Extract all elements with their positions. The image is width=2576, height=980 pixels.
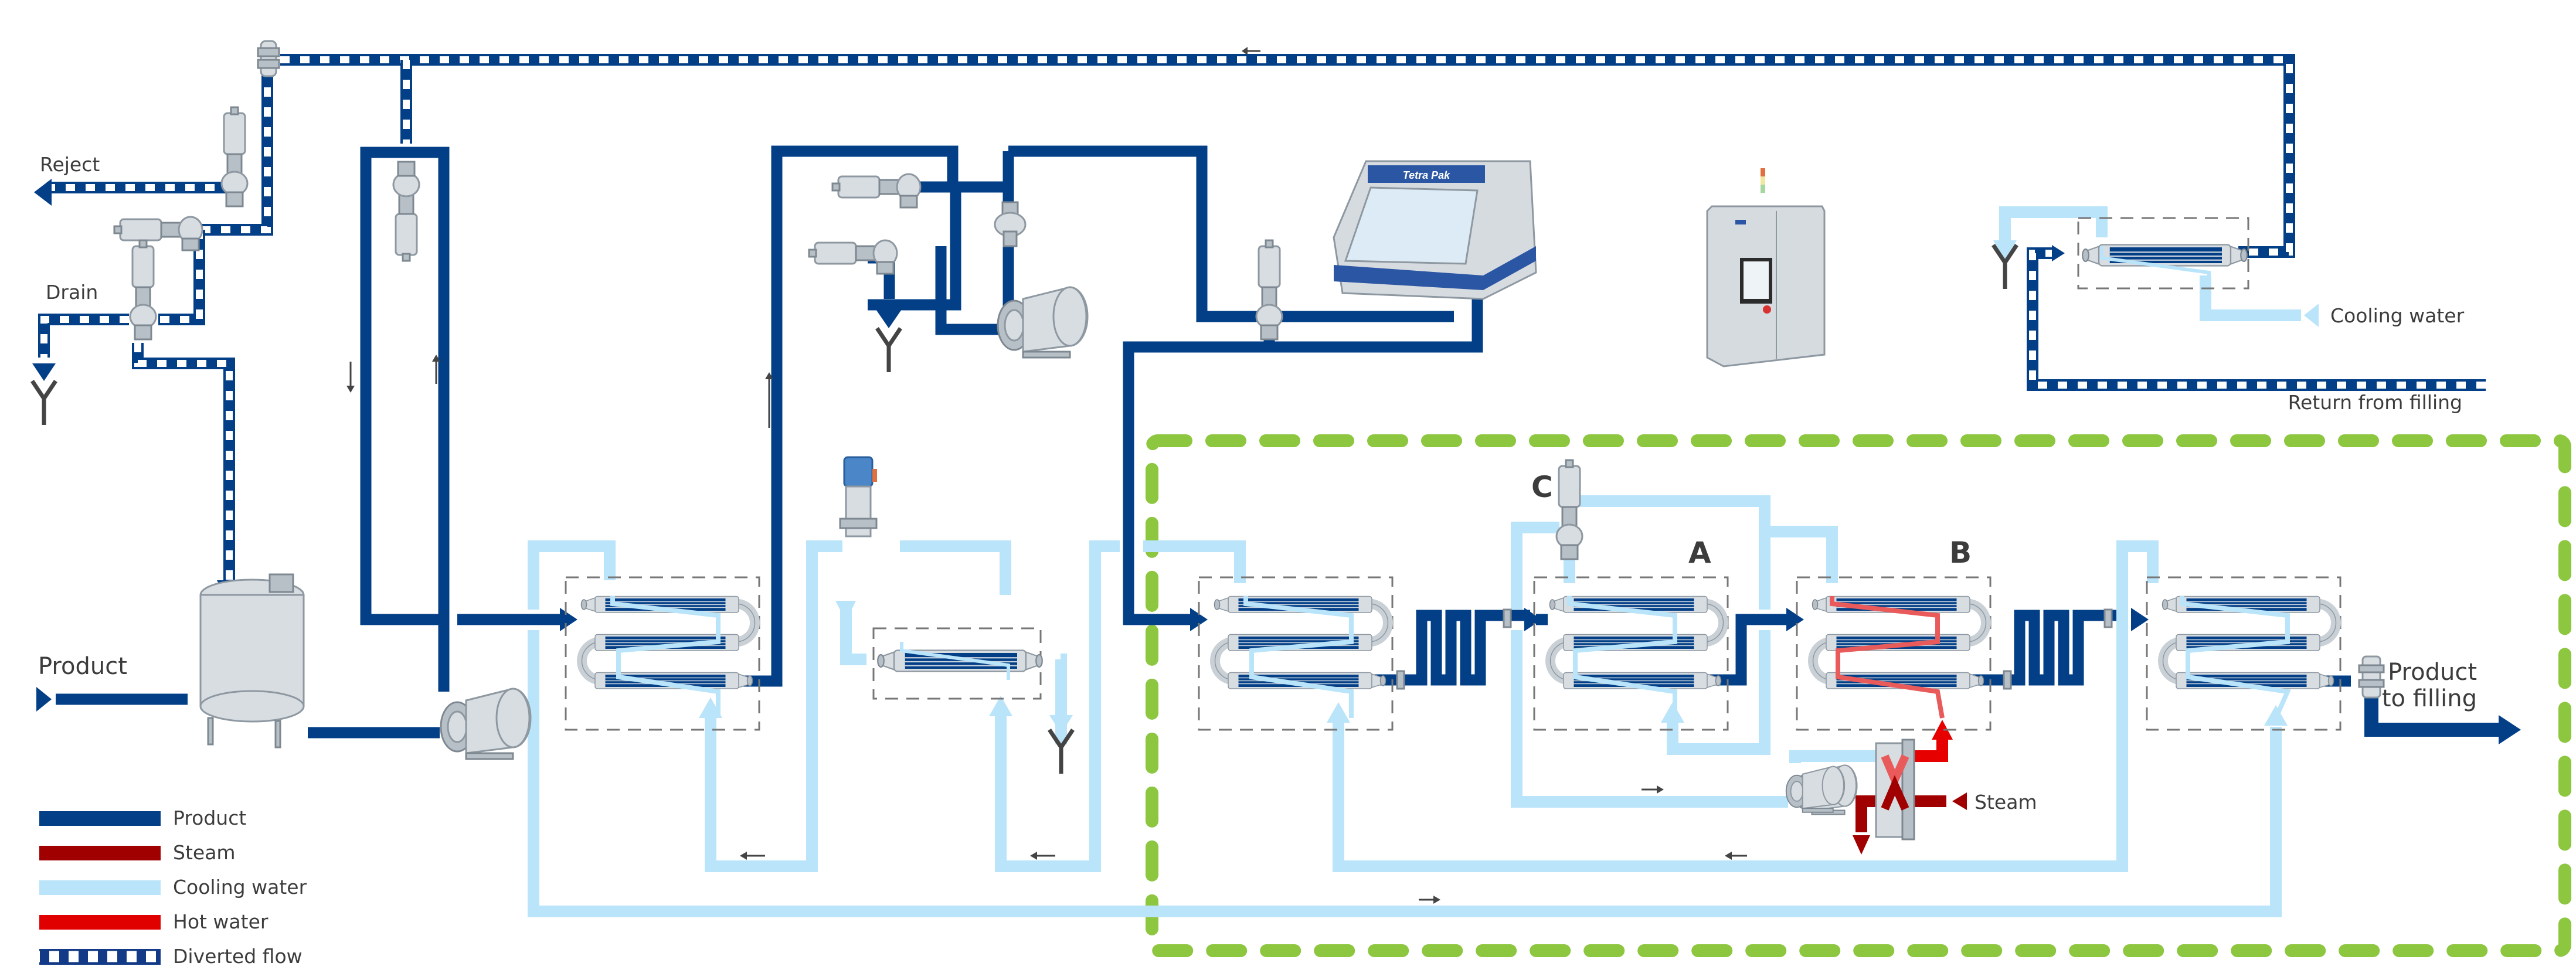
legend-item-product: Product xyxy=(39,807,246,829)
legend-swatch-product xyxy=(39,811,161,826)
balance-tank xyxy=(199,573,305,748)
diverted-flow-lines xyxy=(38,54,2486,580)
module-box xyxy=(565,576,760,731)
section-a-label: A xyxy=(1688,536,1711,570)
legend-item-cooling-water: Cooling water xyxy=(39,876,307,899)
module-box-a xyxy=(1533,576,1729,731)
legend-swatch-diverted-flow xyxy=(39,949,161,965)
reject-label: Reject xyxy=(40,153,100,176)
aseptic-valve xyxy=(1255,239,1283,341)
fitting xyxy=(2103,608,2113,628)
drain-icon xyxy=(877,328,900,372)
legend-item-diverted-flow: Diverted flow xyxy=(39,945,303,968)
divert-valve xyxy=(113,216,203,251)
booster-pump xyxy=(839,456,878,537)
flow-arrow-icon xyxy=(1242,47,1260,55)
cooling-arrow-icon xyxy=(1993,240,2017,261)
legend-item-steam: Steam xyxy=(39,841,236,864)
diverted-valve-top xyxy=(257,40,280,77)
flow-arrow-icon xyxy=(432,355,440,384)
cooling-arrow-icon xyxy=(1049,715,1073,734)
module-box xyxy=(2146,576,2341,731)
reject-valve xyxy=(220,106,249,207)
sterile-zone-boundary xyxy=(1146,434,2571,957)
legend-label: Diverted flow xyxy=(173,945,303,968)
check-valve xyxy=(994,201,1027,247)
tubular-cooler xyxy=(877,649,1043,672)
cooling-water-lines xyxy=(528,206,2301,917)
flow-arrow-icon xyxy=(1419,896,1440,904)
fitting xyxy=(1396,670,1405,690)
flow-arrow-icon xyxy=(1030,852,1055,860)
control-cabinet xyxy=(1706,168,1826,368)
flow-arrow-icon xyxy=(765,372,773,428)
product-valve xyxy=(831,173,922,209)
steam-label: Steam xyxy=(1975,791,2037,814)
product-out-label-2: to filling xyxy=(2382,685,2477,712)
return-from-filling-label: Return from filling xyxy=(2288,391,2462,414)
flow-arrow-icon xyxy=(1725,852,1747,860)
steam-lines xyxy=(1855,795,1946,832)
cooling-water-label: Cooling water xyxy=(2330,304,2465,327)
steam-in-arrow-icon xyxy=(1952,792,1967,810)
legend-label: Steam xyxy=(173,841,236,864)
product-in-label: Product xyxy=(38,653,127,680)
inlet-arrow-icon xyxy=(1786,608,1804,631)
legend: Product Steam Cooling water Hot water Di… xyxy=(39,807,307,968)
inlet-arrow-icon xyxy=(2131,608,2149,631)
cooling-arrow-icon xyxy=(835,601,856,621)
flow-arrow-icon xyxy=(740,852,765,860)
product-lines xyxy=(56,145,2500,739)
product-in-arrow-icon xyxy=(36,687,52,712)
legend-swatch-hot-water xyxy=(39,915,161,930)
drain-icon xyxy=(32,381,56,425)
legend-label: Hot water xyxy=(173,910,269,933)
legend-label: Cooling water xyxy=(173,876,307,899)
drain-valve xyxy=(129,239,157,341)
legend-swatch-steam xyxy=(39,846,161,860)
condensate-out-arrow-icon xyxy=(1853,835,1870,855)
hot-water-arrow-icon xyxy=(1932,720,1953,740)
product-out-arrow-icon xyxy=(2499,715,2521,744)
inlet-arrow-icon xyxy=(1190,608,1208,631)
valve-c xyxy=(1555,459,1583,560)
inlet-arrow-icon xyxy=(1524,608,1542,631)
feed-pump xyxy=(440,688,532,760)
fitting xyxy=(2003,670,2012,690)
module-box xyxy=(2077,217,2249,290)
reject-arrow-icon xyxy=(34,179,52,206)
cooling-arrow-icon xyxy=(1327,702,1350,723)
recirculation-valve xyxy=(392,161,420,262)
cooling-arrow-icon xyxy=(989,696,1012,716)
drain-arrow-icon xyxy=(875,308,903,328)
legend-item-hot-water: Hot water xyxy=(39,910,269,933)
inlet-arrow-icon xyxy=(2052,245,2065,261)
legend-swatch-cooling-water xyxy=(39,880,161,895)
section-c-label: C xyxy=(1531,470,1553,504)
legend-label: Product xyxy=(173,807,246,829)
plate-heat-exchanger xyxy=(1875,739,1915,841)
section-b-label: B xyxy=(1949,536,1972,570)
drain-valve xyxy=(808,239,898,275)
drain-label: Drain xyxy=(46,281,98,304)
outlet-valve xyxy=(2358,655,2385,699)
drain-arrow-icon xyxy=(32,363,56,381)
return-cooler xyxy=(2082,244,2248,267)
module-box xyxy=(1198,576,1394,731)
flow-arrow-icon xyxy=(346,362,355,393)
product-out-label-1: Product xyxy=(2388,659,2477,686)
cooling-water-in-arrow-icon xyxy=(2304,304,2319,327)
aseptic-unit: Tetra Pak xyxy=(1333,160,1537,300)
flow-arrow-icon xyxy=(1642,785,1664,794)
module-box-b xyxy=(1796,576,1992,731)
inlet-arrow-icon xyxy=(560,608,577,631)
aseptic-unit-brand: Tetra Pak xyxy=(1403,169,1450,181)
fitting xyxy=(1503,608,1512,628)
